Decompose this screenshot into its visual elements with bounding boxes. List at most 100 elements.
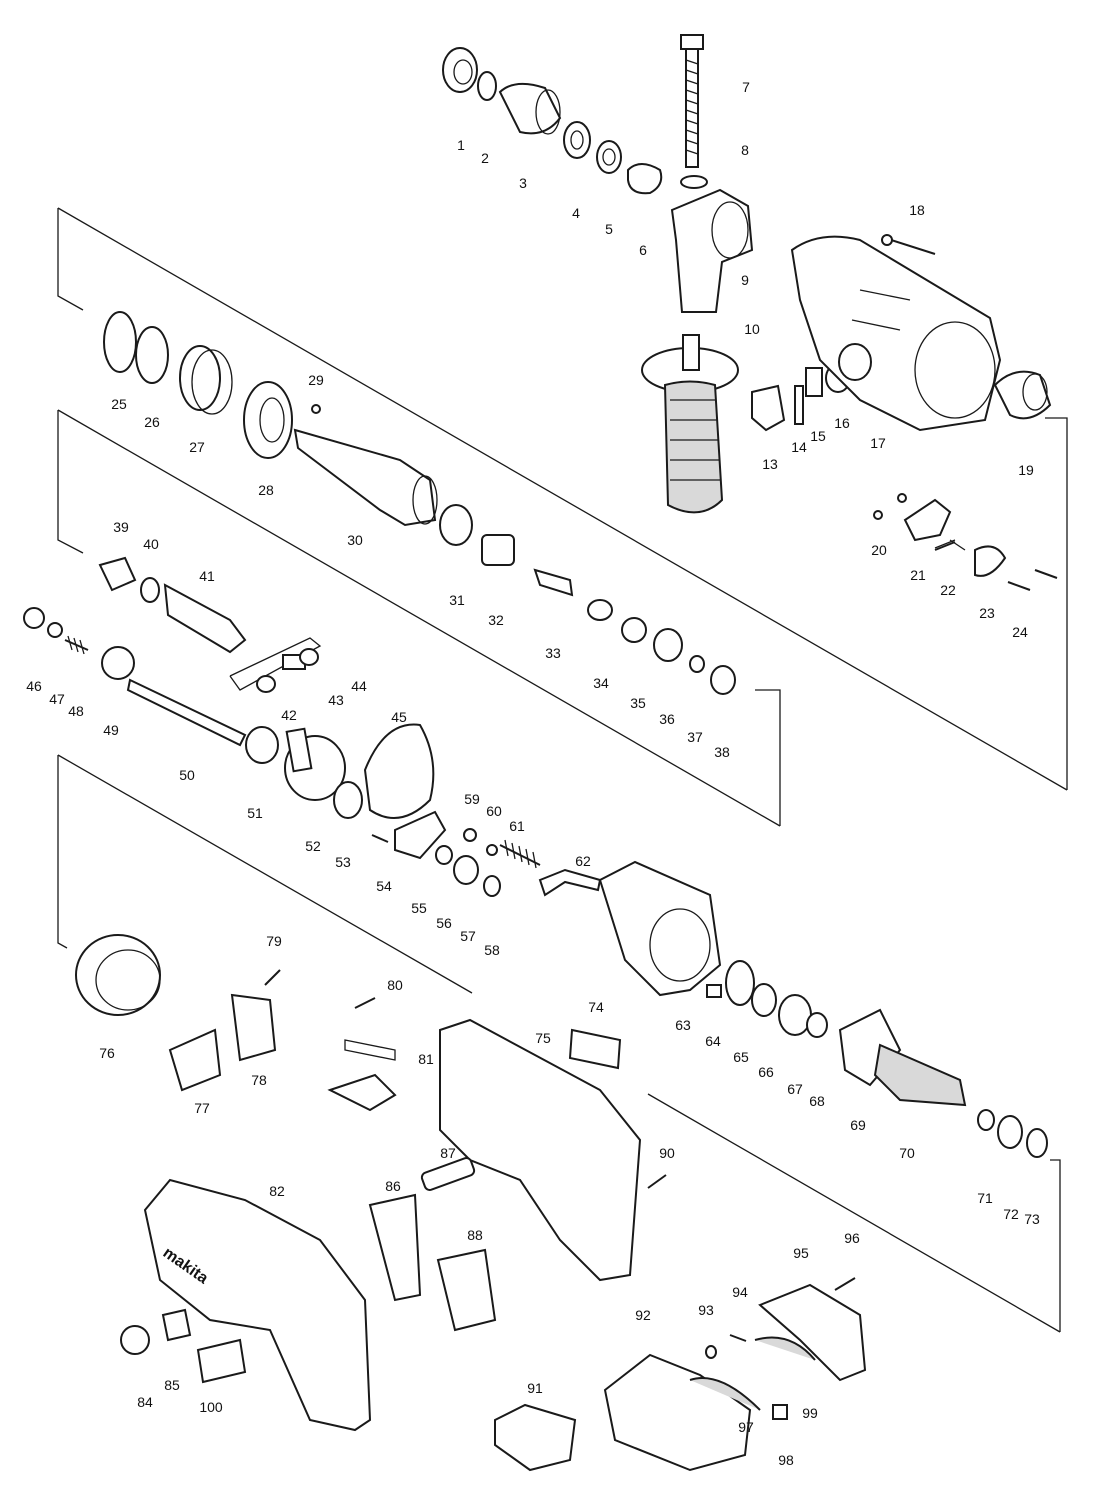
part-18-screw [884, 237, 936, 255]
part-number-label: 26 [144, 414, 160, 430]
part-6-spring [627, 163, 663, 195]
part-14-spring [794, 385, 804, 425]
part-number-label: 62 [575, 853, 591, 869]
part-39-piston [98, 556, 137, 592]
part-70-armature [873, 1043, 967, 1107]
part-number-label: 54 [376, 878, 392, 894]
part-number-label: 5 [605, 221, 613, 237]
part-number-label: 50 [179, 767, 195, 783]
part-number-label: 29 [308, 372, 324, 388]
part-92-cover [603, 1353, 752, 1472]
part-2-ring [477, 71, 497, 101]
part-51-bearing [245, 726, 279, 764]
part-79-screw [264, 969, 281, 986]
part-4-washer [563, 121, 591, 159]
part-number-label: 41 [199, 568, 215, 584]
part-number-label: 48 [68, 703, 84, 719]
part-56-washer [435, 845, 453, 865]
part-65-ring [725, 960, 755, 1006]
part-number-label: 93 [698, 1302, 714, 1318]
part-number-label: 78 [251, 1072, 267, 1088]
part-number-label: 95 [793, 1245, 809, 1261]
part-8-washer [680, 175, 708, 189]
part-57-bearing [453, 855, 479, 885]
part-number-label: 17 [870, 435, 886, 451]
part-number-label: 84 [137, 1394, 153, 1410]
part-number-label: 87 [440, 1145, 456, 1161]
part-number-label: 63 [675, 1017, 691, 1033]
part-number-label: 92 [635, 1307, 651, 1323]
part-15-stopper [805, 367, 823, 397]
part-number-label: 75 [535, 1030, 551, 1046]
part-82-housing-set [143, 1178, 372, 1432]
part-number-label: 3 [519, 175, 527, 191]
part-number-label: 77 [194, 1100, 210, 1116]
part-number-label: 37 [687, 729, 703, 745]
part-44-ring [299, 648, 319, 666]
part-shapes: makita [23, 34, 1058, 1472]
callout-labels: 1234567891013141516171819202122232425262… [26, 79, 1040, 1468]
part-number-label: 8 [741, 142, 749, 158]
part-32-sleeve [481, 534, 515, 566]
part-number-label: 46 [26, 678, 42, 694]
part-73-ring [1026, 1128, 1048, 1158]
part-31-oring [439, 504, 473, 546]
part-number-label: 81 [418, 1051, 434, 1067]
part-number-label: 42 [281, 707, 297, 723]
part-25-circlip [103, 311, 137, 373]
part-53-gear [333, 781, 363, 819]
part-number-label: 71 [977, 1190, 993, 1206]
part-88-switch [436, 1248, 497, 1332]
part-number-label: 15 [810, 428, 826, 444]
part-80-screw [354, 997, 376, 1009]
part-58-washer [483, 875, 501, 897]
part-87-magnet [420, 1157, 476, 1191]
part-38-ring [710, 665, 736, 695]
part-100-label [196, 1338, 247, 1384]
part-91-terminal [494, 1403, 577, 1472]
part-54-screw [371, 834, 389, 843]
part-number-label: 72 [1003, 1206, 1019, 1222]
part-number-label: 47 [49, 691, 65, 707]
part-22-spring [934, 541, 956, 551]
part-number-label: 76 [99, 1045, 115, 1061]
part-81-plate [327, 1073, 397, 1112]
part-94-pin [729, 1334, 747, 1342]
part-number-label: 90 [659, 1145, 675, 1161]
part-number-label: 74 [588, 999, 604, 1015]
part-number-label: 9 [741, 272, 749, 288]
part-21-change-lever [903, 498, 952, 542]
part-number-label: 96 [844, 1230, 860, 1246]
part-63-motor-housing [598, 860, 722, 997]
part-number-label: 49 [103, 722, 119, 738]
part-7-bolt [680, 34, 704, 50]
part-number-label: 13 [762, 456, 778, 472]
part-59-nut [463, 828, 477, 842]
part-number-label: 86 [385, 1178, 401, 1194]
part-number-label: 79 [266, 933, 282, 949]
part-93-pin [705, 1345, 717, 1359]
part-5-washer [596, 140, 622, 174]
part-64-insulator [706, 984, 722, 998]
part-number-label: 21 [910, 567, 926, 583]
part-number-label: 67 [787, 1081, 803, 1097]
part-number-label: 100 [199, 1399, 223, 1415]
part-23-plate [974, 545, 1007, 577]
part-45-oring [363, 723, 435, 819]
part-17-gear-housing [790, 235, 1002, 432]
part-number-label: 38 [714, 744, 730, 760]
part-41-piston-cylinder [163, 583, 247, 654]
part-number-label: 97 [738, 1419, 754, 1435]
part-34-washer [587, 599, 613, 621]
part-number-label: 82 [269, 1183, 285, 1199]
part-number-label: 80 [387, 977, 403, 993]
part-number-label: 31 [449, 592, 465, 608]
part-number-label: 4 [572, 205, 580, 221]
part-number-label: 65 [733, 1049, 749, 1065]
part-number-label: 68 [809, 1093, 825, 1109]
part-number-label: 24 [1012, 624, 1028, 640]
part-number-label: 52 [305, 838, 321, 854]
part-number-label: 39 [113, 519, 129, 535]
part-67-bearing [778, 994, 812, 1036]
